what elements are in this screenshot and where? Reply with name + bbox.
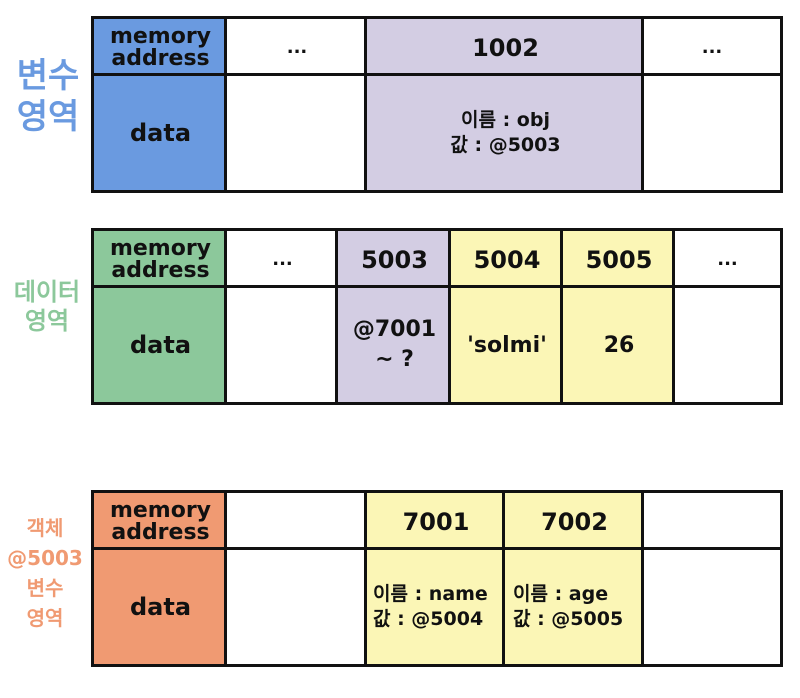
variable-lavender-block <box>367 19 644 190</box>
header-line-1: memory <box>109 235 212 261</box>
object-area-label-line-1: 객체 <box>26 516 64 540</box>
variable-area-table: memory address data ... 1002 ... 이름 : ob… <box>91 16 783 193</box>
variable-area-label-line-1: 변수 <box>16 56 80 96</box>
value-line: 이름 : obj <box>461 109 550 131</box>
value-line: 이름 : age <box>513 583 609 605</box>
data-address-cell: 5004 <box>473 245 541 274</box>
divider <box>641 19 644 190</box>
object-memory-address-header: memory address <box>94 493 227 550</box>
divider <box>560 231 563 402</box>
data-address-cell: ... <box>272 249 293 270</box>
data-lavender-block <box>338 231 451 402</box>
data-yellow-block <box>451 231 675 402</box>
object-value-cell: 이름 : age 값 : @5005 <box>505 550 644 664</box>
divider <box>364 19 367 190</box>
data-address-cell: 5005 <box>585 245 653 274</box>
data-address-cell: 5003 <box>361 245 428 274</box>
data-area-label-line-2: 영역 <box>24 306 70 335</box>
data-area-table: memory address data ... 5003 5004 5005 .… <box>91 228 783 405</box>
divider <box>364 493 367 664</box>
data-value-cell: 26 <box>603 332 635 358</box>
object-area-label-line-3: 변수 <box>26 576 64 600</box>
divider <box>94 547 780 550</box>
divider <box>94 73 780 76</box>
value-line: @7001 <box>352 317 437 342</box>
divider <box>641 493 644 664</box>
variable-data-row-label: data <box>94 76 227 190</box>
divider <box>335 231 338 402</box>
object-data-row-label: data <box>94 550 227 664</box>
variable-address-cell: 1002 <box>472 33 539 62</box>
value-line: 값 : @5005 <box>513 608 624 630</box>
data-address-cell: ... <box>717 249 738 270</box>
object-area-label: 객체 @5003 변수 영역 <box>0 513 90 633</box>
data-value-cell: 'solmi' <box>467 332 547 358</box>
object-address-cell: 7002 <box>541 507 608 536</box>
value-line: 값 : @5004 <box>373 608 484 630</box>
variable-value-cell: 이름 : obj 값 : @5003 <box>367 76 644 190</box>
variable-address-cell: ... <box>286 37 308 58</box>
divider <box>224 493 227 664</box>
header-line-2: address <box>111 519 210 545</box>
header-line-2: address <box>111 45 210 71</box>
data-memory-address-header: memory address <box>94 231 227 288</box>
data-area-label-line-1: 데이터 <box>13 278 81 306</box>
data-area-label: 데이터 영역 <box>4 278 90 336</box>
data-value-cell: @7001 ~ ? <box>338 288 451 402</box>
value-line: 값 : @5003 <box>450 134 561 156</box>
variable-area-label: 변수 영역 <box>6 56 90 138</box>
variable-address-cell: ... <box>701 37 723 58</box>
divider <box>448 231 451 402</box>
variable-area-label-line-2: 영역 <box>16 96 80 137</box>
divider <box>502 493 505 664</box>
header-line-1: memory <box>109 23 212 49</box>
value-line: 이름 : name <box>373 583 488 605</box>
header-line-1: memory <box>109 497 212 523</box>
header-line-2: address <box>111 257 210 283</box>
variable-memory-address-header: memory address <box>94 19 227 76</box>
object-yellow-block <box>367 493 644 664</box>
divider <box>224 231 227 402</box>
object-area-label-line-4: 영역 <box>26 606 64 630</box>
object-area-table: memory address data 7001 7002 이름 : name … <box>91 490 783 667</box>
object-value-cell: 이름 : name 값 : @5004 <box>367 550 505 664</box>
object-area-label-line-2: @5003 <box>7 546 83 570</box>
object-address-cell: 7001 <box>402 507 470 536</box>
divider <box>94 285 780 288</box>
value-line: ~ ? <box>375 347 414 372</box>
divider <box>224 19 227 190</box>
divider <box>672 231 675 402</box>
data-data-row-label: data <box>94 288 227 402</box>
